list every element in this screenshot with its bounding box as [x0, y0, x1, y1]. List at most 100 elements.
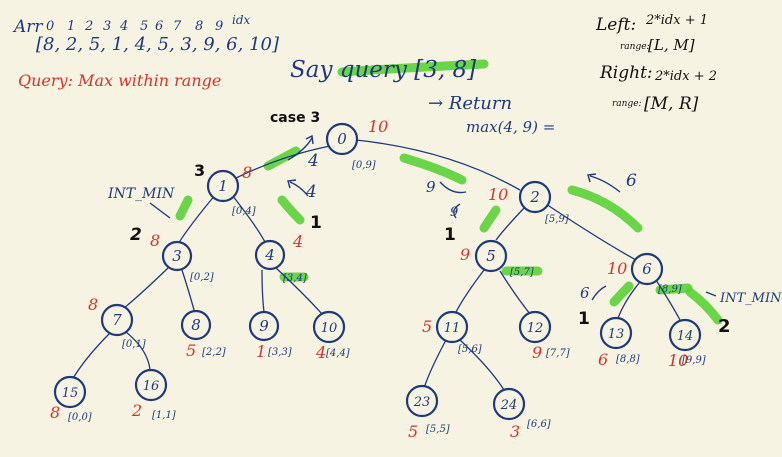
return-arrow	[453, 203, 461, 219]
tree-node: 85[2,2]	[180, 309, 226, 360]
right-rule-label: Right:	[599, 63, 653, 83]
node-circle	[474, 239, 508, 273]
highlight-stroke	[655, 283, 693, 295]
node-range: [0,0]	[68, 412, 92, 423]
node-range: [4,4]	[326, 348, 350, 359]
node-index: 0	[337, 130, 347, 148]
left-rule-range: [L, M]	[648, 36, 695, 54]
return-expr: max(4, 9) =	[466, 118, 555, 136]
return-arrow	[289, 181, 309, 197]
case-number: 1	[310, 213, 322, 233]
arr-label: Arr	[12, 17, 43, 37]
tree-node: 38[0,2]	[150, 231, 214, 283]
node-value: 6	[598, 350, 608, 369]
arr-indices: 0 1 2 3 4 5 6 7 8 9	[46, 19, 223, 34]
node-value: 9	[532, 343, 542, 362]
node-value: 10	[607, 259, 627, 278]
node-index: 24	[500, 398, 518, 413]
node-circle	[134, 368, 168, 402]
return-value: 4	[307, 151, 319, 171]
arr-index: 1	[67, 19, 75, 34]
node-index: 11	[444, 321, 461, 336]
arr-values: [8, 2, 5, 1, 4, 5, 3, 9, 6, 10]	[36, 34, 280, 55]
node-index: 9	[259, 317, 269, 335]
return-value: 6	[580, 284, 590, 302]
node-range: [0,9]	[352, 160, 376, 171]
highlight-stroke	[479, 205, 501, 233]
node-index: 2	[529, 188, 540, 206]
right-rule-range: [M, R]	[644, 94, 699, 114]
node-circle	[405, 384, 439, 418]
node-circle	[100, 303, 134, 337]
return-arrow	[439, 181, 467, 194]
node-circle	[518, 180, 552, 214]
tree-node: 91[3,3]	[248, 310, 292, 361]
query-note: Query: Max within range	[18, 71, 221, 90]
node-value: 9	[460, 245, 470, 264]
node-circle	[599, 316, 633, 350]
tree-node: 210[5,9]	[488, 180, 569, 225]
right-rule-range-label: range:	[612, 99, 642, 109]
arr-index: 2	[84, 19, 93, 34]
node-value: 4	[315, 343, 326, 362]
highlight-stroke	[567, 185, 643, 233]
arr-index: 9	[215, 19, 223, 34]
node-circle	[518, 310, 552, 344]
return-arrow	[287, 179, 297, 189]
right-rule-formula: 2*idx + 2	[654, 69, 717, 84]
tree-node: 136[8,8]	[598, 316, 640, 369]
node-value: 8	[50, 403, 60, 422]
tree-node: 59[5,7]	[460, 239, 534, 278]
left-rule-formula: 2*idx + 1	[645, 13, 708, 28]
case-label: case 3	[270, 110, 320, 126]
arr-index: 4	[119, 19, 128, 34]
int-min-label: INT_MIN	[107, 186, 175, 202]
node-circle	[312, 310, 346, 344]
highlight-stroke	[609, 281, 634, 307]
arr-index: 0	[46, 19, 54, 34]
node-index: 15	[62, 386, 79, 401]
left-rule-label: Left:	[595, 15, 636, 35]
node-index: 12	[527, 321, 544, 336]
tree-node: 243[6,6]	[492, 387, 551, 441]
case-number: 2	[130, 225, 142, 245]
highlight-stroke	[685, 287, 723, 325]
tree-node: 010[0,9]	[325, 117, 388, 171]
idx-label: idx	[232, 13, 251, 27]
highlight-stroke	[175, 195, 193, 221]
case-number: 1	[578, 309, 590, 329]
tree-node: 235[5,5]	[405, 384, 450, 441]
tree-node: 18[0,4]	[206, 163, 256, 217]
node-circle	[248, 310, 280, 342]
node-index: 6	[642, 260, 652, 278]
return-label: → Return	[428, 93, 512, 114]
node-index: 8	[191, 316, 201, 334]
node-range: [3,4]	[283, 273, 307, 284]
node-index: 4	[264, 246, 275, 264]
node-range: [0,2]	[190, 272, 214, 283]
return-value: 6	[626, 171, 637, 191]
node-range: [3,3]	[268, 347, 292, 358]
node-range: [0,4]	[232, 206, 256, 217]
node-circle	[206, 169, 240, 203]
highlight-stroke	[399, 153, 467, 185]
case-number: 1	[444, 225, 456, 245]
node-circle	[668, 318, 702, 352]
node-index: 3	[172, 247, 182, 265]
node-value: 3	[510, 422, 520, 441]
node-range: [7,7]	[546, 348, 570, 359]
return-arrow	[587, 173, 597, 183]
node-range: [8,9]	[658, 284, 682, 295]
node-value: 5	[422, 317, 432, 336]
return-arrow	[591, 285, 607, 301]
left-rule-range-label: range:	[620, 42, 650, 52]
arr-index: 6	[155, 19, 163, 34]
tree-node: 158 [0,0]	[50, 375, 92, 423]
node-index: 1	[218, 177, 228, 195]
node-range: [1,1]	[152, 410, 176, 421]
node-range: [5,7]	[510, 267, 534, 278]
node-circle	[492, 387, 526, 421]
int-min-label: INT_MIN	[719, 291, 782, 306]
